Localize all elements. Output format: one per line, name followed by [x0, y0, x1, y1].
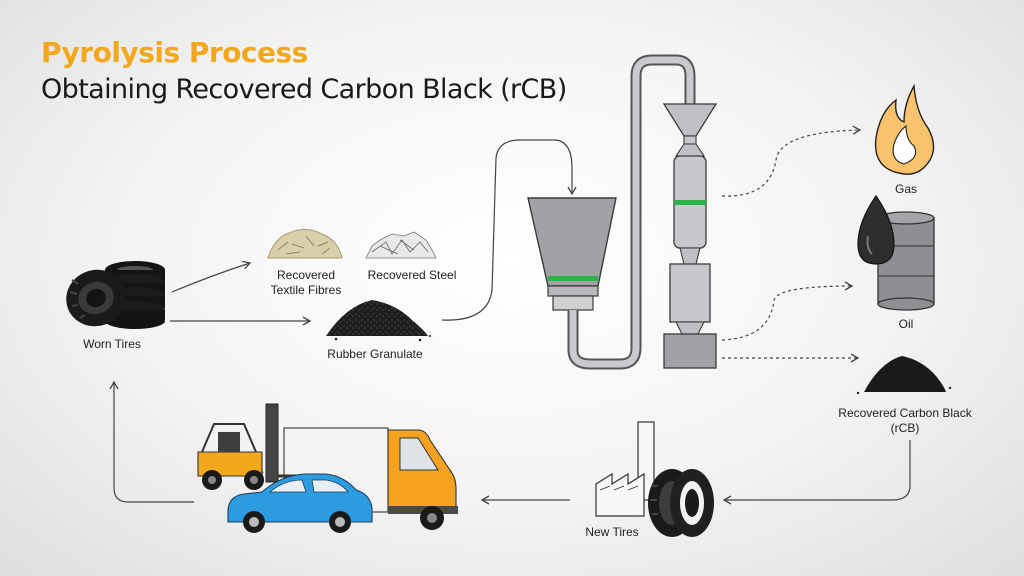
arrow-to-oil — [721, 281, 854, 341]
arrow-tires-to-fibres — [171, 260, 252, 293]
label-new-tires: New Tires — [585, 525, 639, 539]
label-gas: Gas — [894, 182, 917, 196]
arrow-rcb-to-newtires — [722, 440, 911, 505]
arrow-to-gas — [721, 125, 862, 197]
worn-tires-icon — [66, 261, 165, 329]
arrow-granulate-to-reactor — [441, 139, 577, 321]
new-tires-icon — [648, 469, 714, 537]
steel-icon — [365, 231, 437, 259]
arrow-vehicles-to-worntires — [109, 380, 194, 503]
hopper-icon — [527, 197, 617, 311]
label-rcb-text: Recovered Carbon Black (rCB) — [838, 406, 972, 435]
oil-drum-icon — [857, 194, 935, 311]
label-steel: Recovered Steel — [367, 268, 457, 282]
distillation-column-icon — [662, 103, 718, 369]
textile-fibres-icon — [267, 228, 343, 259]
rubber-granulate-icon — [326, 300, 431, 342]
gas-flame-icon — [874, 83, 935, 175]
label-textile-fibres: Recovered Textile Fibres — [262, 268, 350, 298]
label-worn-tires: Worn Tires — [83, 337, 141, 351]
rcb-pile-icon — [856, 356, 952, 395]
label-oil: Oil — [898, 317, 914, 331]
page-subtitle: Obtaining Recovered Carbon Black (rCB) — [41, 74, 567, 105]
page-title: Pyrolysis Process — [41, 36, 308, 69]
label-rcb: Recovered Carbon Black (rCB) — [830, 406, 980, 436]
label-textile-fibres-text: Recovered Textile Fibres — [270, 268, 342, 297]
factory-icon — [595, 421, 655, 517]
label-rubber-granulate: Rubber Granulate — [327, 347, 423, 361]
car-icon — [227, 473, 373, 533]
